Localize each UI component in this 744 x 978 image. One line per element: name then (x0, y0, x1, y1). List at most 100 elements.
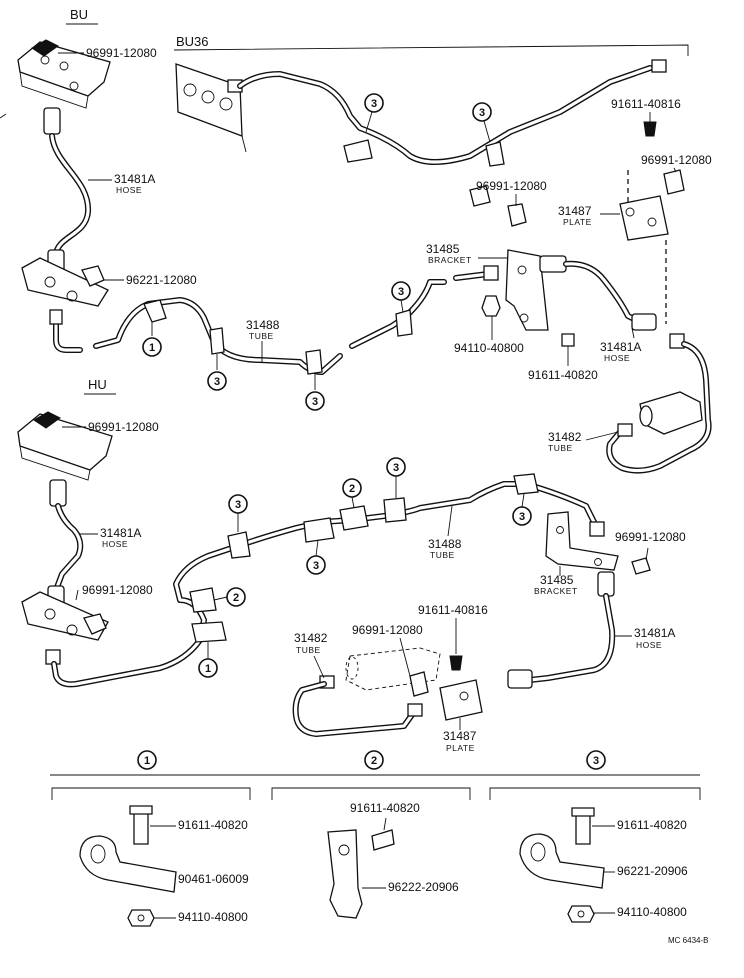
part-96221-bu: 96221-12080 (126, 273, 197, 287)
bracket-31485-hu (545, 511, 619, 571)
svg-text:3: 3 (313, 560, 319, 572)
section-hu-title: HU (88, 377, 107, 392)
part-31485-hu-sub: BRACKET (534, 586, 578, 596)
detail-3: 3 91611-40820 96221-20906 94110-40800 (489, 750, 701, 923)
part-31481a-bu: 31481A (114, 172, 155, 186)
part-31481a-bu-sub: HOSE (116, 185, 142, 195)
hose-31481a-hu-right (507, 571, 616, 689)
part-31487-bu36-sub: PLATE (563, 217, 592, 227)
detail-3-nut (567, 905, 595, 923)
part-91611-hu: 91611-40816 (418, 603, 488, 617)
part-96991-hu-left: 96991-12080 (82, 583, 153, 597)
svg-text:3: 3 (312, 396, 318, 408)
part-96991-hu-right: 96991-12080 (615, 530, 686, 544)
clip-96991-hu-right (631, 557, 651, 575)
detail-2-clamp-label: 96222-20906 (388, 880, 459, 894)
footer-code: MC 6434-B (668, 936, 708, 945)
section-bu-title: BU (70, 7, 88, 22)
detail-3-clamp-label: 96221-20906 (617, 864, 688, 878)
part-31481a-bu-right: 31481A (600, 340, 641, 354)
detail-1-bolt-label: 91611-40820 (178, 818, 248, 832)
clip-96991-bu36-mid (469, 185, 491, 207)
bolt-91611-hu (449, 655, 463, 671)
part-31485-hu: 31485 (540, 573, 574, 587)
detail-1-clamp (79, 835, 177, 893)
part-96991-bu36-mid: 96991-12080 (476, 179, 547, 193)
detail-1-nut-label: 94110-40800 (178, 910, 248, 924)
tube-31488-hu (45, 473, 605, 688)
part-31488-bu: 31488 (246, 318, 280, 332)
tube-31482-hu (292, 675, 423, 737)
detail-1-clamp-label: 90461-06009 (178, 872, 249, 886)
frame-rail-bu36 (175, 63, 247, 153)
callout-3-bu36-b (472, 102, 492, 122)
bolt-91611-bu36 (643, 121, 657, 137)
clip-96991-hu-mid (409, 671, 429, 697)
nut-94110-bu (481, 295, 501, 317)
part-31488-hu: 31488 (428, 537, 462, 551)
svg-text:3: 3 (398, 286, 404, 298)
tube-31482-bu (606, 333, 712, 474)
part-31482-hu: 31482 (294, 631, 328, 645)
floor-bracket-hu (21, 591, 109, 641)
callout-1-bu (142, 337, 162, 357)
detail-1: 1 91611-40820 90461-06009 94110-40800 (51, 750, 251, 927)
detail-3-clamp (519, 833, 605, 889)
svg-text:3: 3 (371, 98, 377, 110)
detail-1-nut (127, 909, 155, 927)
part-96991-bu36-right: 96991-12080 (641, 153, 712, 167)
part-31482-bu: 31482 (548, 430, 582, 444)
frame-bracket-hu (17, 411, 113, 481)
part-31481a-hu-sub: HOSE (102, 539, 128, 549)
clip-96991-bu36 (663, 169, 685, 195)
part-31487-hu: 31487 (443, 729, 477, 743)
part-96991-hu-top: 96991-12080 (88, 420, 159, 434)
callout-3-bu-a (207, 371, 227, 391)
part-31487-bu36: 31487 (558, 204, 592, 218)
bolt-91611-bu-right (561, 333, 575, 347)
detail-3-bolt (575, 813, 591, 845)
part-96991-bu: 96991-12080 (86, 46, 157, 60)
part-31481a-hu-right: 31481A (634, 626, 675, 640)
plate-31487-hu (439, 679, 483, 721)
part-91611-bu-right: 91611-40820 (528, 368, 598, 382)
detail-2-clamp (327, 829, 363, 919)
tube-bu36 (227, 59, 667, 167)
detail-1-bolt (133, 811, 149, 845)
svg-text:1: 1 (149, 342, 155, 354)
hose-31481a-bu-right (539, 255, 657, 331)
part-31485-bu: 31485 (426, 242, 460, 256)
svg-text:1: 1 (205, 663, 211, 675)
part-31482-hu-sub: TUBE (296, 645, 321, 655)
detail-2: 2 91611-40820 96222-20906 (271, 750, 471, 919)
section-bu36-bracket (173, 44, 689, 56)
svg-text:3: 3 (214, 376, 220, 388)
detail-2-bolt (371, 829, 395, 851)
svg-text:2: 2 (349, 483, 355, 495)
svg-text:3: 3 (479, 107, 485, 119)
callout-3-bu-b (305, 391, 325, 411)
svg-text:3: 3 (593, 755, 599, 767)
detail-3-bolt-label: 91611-40820 (617, 818, 687, 832)
svg-text:2: 2 (371, 755, 377, 767)
svg-text:3: 3 (393, 462, 399, 474)
part-31488-hu-sub: TUBE (430, 550, 455, 560)
frame-bracket-bu (17, 39, 111, 109)
part-31488-bu-sub: TUBE (249, 331, 274, 341)
part-31487-hu-sub: PLATE (446, 743, 475, 753)
part-94110-bu: 94110-40800 (454, 341, 524, 355)
floor-bracket-bu (21, 257, 109, 307)
part-31481a-bu-right-sub: HOSE (604, 353, 630, 363)
section-bu36-title: BU36 (176, 34, 209, 49)
callout-3-bu36-a (364, 93, 384, 113)
edge-tick (0, 113, 7, 119)
detail-2-bolt-label: 91611-40820 (350, 801, 420, 815)
hose-31481a-bu (43, 107, 92, 275)
part-31481a-hu: 31481A (100, 526, 141, 540)
valve-assembly-hu (345, 647, 441, 691)
hose-31481a-hu (47, 479, 84, 609)
plate-31487-bu36 (619, 195, 669, 241)
part-96991-hu-mid: 96991-12080 (352, 623, 423, 637)
